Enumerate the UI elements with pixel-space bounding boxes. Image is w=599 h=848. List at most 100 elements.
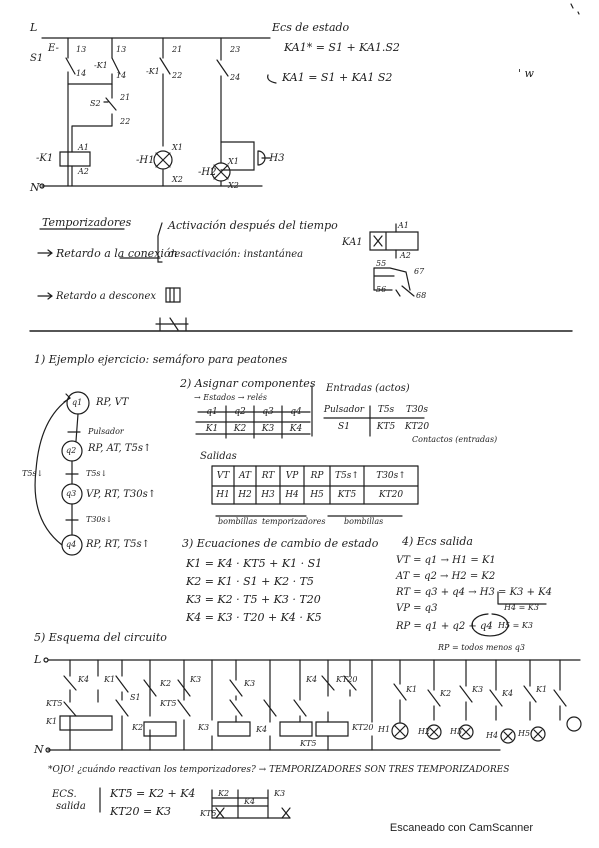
circuit-label-k1c: K1 — [406, 685, 418, 694]
inputs-v-kt20: KT20 — [404, 422, 430, 432]
bottom-eq-kt5: KT5 = K2 + K4 — [110, 787, 196, 800]
state-q4-text: RP, RT, T5s↑ — [86, 539, 151, 550]
pin-21: 21 — [120, 93, 131, 102]
out-h-rp: RP — [310, 471, 324, 481]
equation-k4: K4 = K3 · T20 + K4 · K5 — [186, 611, 322, 624]
circuit-label-s1: S1 — [130, 693, 141, 702]
h2-label: -H2 — [198, 167, 217, 178]
h5-note: H5 = K3 — [498, 621, 533, 630]
coil-label-kt20: KT20 — [352, 723, 374, 732]
on-delay-desc: Activación después del tiempo — [168, 219, 338, 232]
pin-21b: 21 — [172, 45, 183, 54]
line-L-label: L — [30, 21, 38, 34]
coil-label-k1: K1 — [46, 717, 58, 726]
h3-label: -H3 — [266, 153, 285, 164]
x1-label: X1 — [172, 143, 183, 152]
lamp-label-h2: H2 — [418, 727, 431, 736]
transition-loop: T5s↓ — [22, 469, 44, 478]
circuit-label-k2: K2 — [160, 679, 172, 688]
output-eq-vt: VT = q1 → H1 = K1 — [396, 555, 496, 566]
out-v-kt20: KT20 — [378, 490, 404, 500]
circuit-label-k4c: K4 — [502, 689, 514, 698]
circuit-label-kt5: KT5 — [46, 699, 63, 708]
out-h-t30s: T30s↑ — [376, 471, 406, 481]
lamp-label-h3: H3 — [450, 727, 463, 736]
out-h-at: AT — [238, 471, 251, 481]
mini-k3: K3 — [274, 789, 286, 798]
output-eq-at: AT = q2 → H2 = K2 — [396, 571, 496, 582]
output-eq-vp: VP = q3 — [396, 603, 438, 614]
equation-k1: K1 = K4 · KT5 + K1 · S1 — [186, 557, 323, 570]
mini-kt5: KT5 — [200, 809, 217, 818]
outputs-eq-title: 4) Ecs salida — [402, 535, 473, 548]
state-equation-2: KA1 = S1 + KA1 S2 — [282, 71, 393, 84]
ka1-a1: A1 — [398, 221, 409, 230]
states-h-q2: q2 — [234, 407, 246, 417]
state-q1-text: RP, VT — [96, 397, 129, 408]
state-q1-id: q1 — [72, 398, 83, 407]
circuit-label-k1d: K1 — [536, 685, 548, 694]
state-q2-id: q2 — [66, 446, 77, 455]
output-eq-rt: RT = q3 + q4 → H3 = K3 + K4 — [396, 587, 552, 598]
pin-13b: 13 — [116, 45, 127, 54]
k1-nc-label: -K1 — [146, 67, 160, 76]
states-h-q1: q1 — [206, 407, 218, 417]
coil-k1-label: -K1 — [36, 153, 54, 164]
out-v-kt5: KT5 — [337, 490, 357, 500]
s1-label: S1 — [30, 53, 44, 64]
states-v-k3: K3 — [261, 424, 275, 434]
state-q2-text: RP, AT, T5s↑ — [88, 443, 152, 454]
pin-14b: 14 — [116, 71, 127, 80]
lamp-label-h4: H4 — [486, 731, 499, 740]
out-v-h2: H2 — [238, 490, 252, 500]
e-label: E- — [48, 43, 59, 54]
output-eq-rp: RP = q1 + q2 + q4 — [396, 621, 493, 632]
pin-14a: 14 — [76, 69, 87, 78]
ka1-a2: A2 — [400, 251, 411, 260]
state-q3-id: q3 — [66, 489, 77, 498]
x2b-label: X2 — [228, 181, 239, 190]
timers-title: Temporizadores — [42, 216, 132, 229]
camscanner-watermark: Escaneado con CamScanner — [389, 822, 533, 834]
coil-a2-label: A2 — [78, 167, 89, 176]
out-v-h4: H4 — [285, 490, 299, 500]
lamp-label-h1: H1 — [378, 725, 391, 734]
entradas-label: Entradas (actos) — [326, 383, 410, 394]
contacts-note: Contactos (entradas) — [412, 435, 498, 444]
off-delay-label: Retardo a desconex — [56, 291, 157, 302]
on-delay-label: Retardo a la conexión — [56, 247, 178, 260]
mini-k2: K2 — [218, 789, 230, 798]
out-v-h5: H5 — [310, 490, 324, 500]
lamp-label-h5: H5 — [518, 729, 531, 738]
coil-label-k3: K3 — [198, 723, 210, 732]
states-h-q3: q3 — [262, 407, 274, 417]
ka1-symbol-label: KA1 — [342, 237, 363, 248]
stray-mark: ' w — [518, 67, 534, 80]
inputs-h-pulsador: Pulsador — [323, 405, 365, 415]
equations-title: 3) Ecuaciones de cambio de estado — [182, 537, 379, 550]
states-v-k1: K1 — [205, 424, 219, 434]
pin-24: 24 — [230, 73, 241, 82]
inputs-h-t30s: T30s — [405, 405, 429, 415]
k1-contact-label: -K1 — [94, 61, 108, 70]
pin-67: 67 — [414, 267, 425, 276]
transition-t30: T30s↓ — [86, 515, 113, 524]
bottom-eq-kt20: KT20 = K3 — [110, 805, 171, 818]
out-h-vt: VT — [216, 471, 230, 481]
h1-label: -H1 — [136, 155, 155, 166]
states-relays-label: → Estados → relés — [194, 393, 267, 402]
bombillas-label-2: bombillas — [344, 517, 384, 526]
out-v-h3: H3 — [261, 490, 275, 500]
circuit-title: 5) Esquema del circuito — [34, 631, 167, 644]
states-v-k2: K2 — [233, 424, 247, 434]
coil-label-k4: K4 — [256, 725, 268, 734]
state-q4-id: q4 — [66, 540, 77, 549]
pin-55: 55 — [376, 259, 387, 268]
circuit-label-kt5b: KT5 — [160, 699, 177, 708]
temporizadores-label: temporizadores — [262, 517, 326, 526]
circuit-label-k4: K4 — [78, 675, 90, 684]
mini-k4: K4 — [244, 797, 256, 806]
off-desc: desactivación: instantánea — [168, 249, 304, 260]
circuit-L: L — [34, 653, 42, 666]
state-q3-text: VP, RT, T30s↑ — [86, 489, 157, 500]
